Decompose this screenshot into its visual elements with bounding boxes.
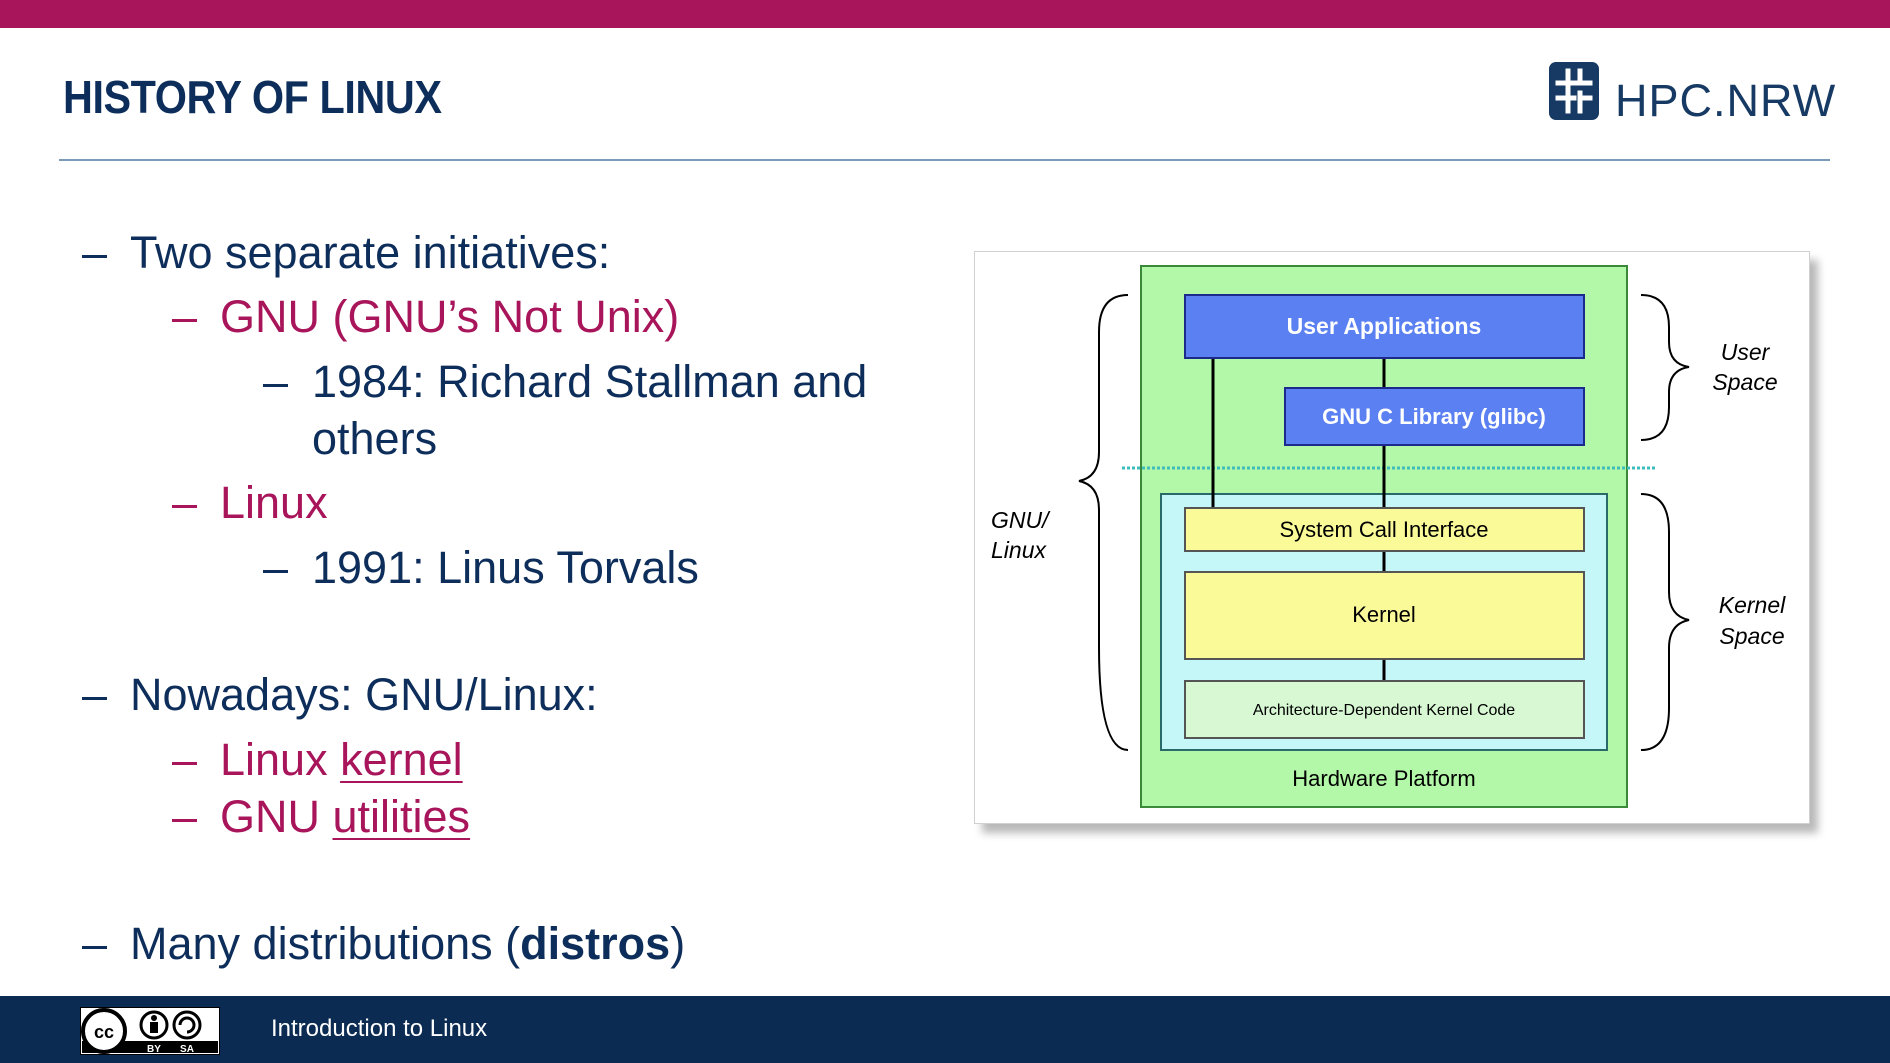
bullet-dash: –: [172, 734, 198, 785]
bullet-dash: –: [263, 356, 289, 407]
glibc-label: GNU C Library (glibc): [1322, 404, 1546, 429]
bullet-text: Linux: [220, 734, 341, 785]
bullet-dash: –: [82, 669, 108, 720]
arch-code-box: [1184, 680, 1585, 739]
bullet-dash: –: [82, 227, 108, 278]
syscall-box: [1184, 507, 1585, 552]
share-alike-icon: [172, 1010, 202, 1040]
bullet-1984-continuation: others: [312, 411, 437, 467]
bullet-text: 1991: Linus Torvals: [312, 542, 699, 593]
bullet-text: others: [312, 413, 438, 464]
bullet-text: 1984: Richard Stallman and: [312, 356, 868, 407]
kernel-core-box: [1184, 571, 1585, 660]
bullet-dash: –: [263, 542, 289, 593]
kernel-link[interactable]: kernel: [340, 734, 463, 785]
bullet-text: Many distributions (: [130, 918, 521, 969]
utilities-link[interactable]: utilities: [332, 791, 471, 842]
license-sa-label: SA: [180, 1044, 194, 1055]
footer-title: Introduction to Linux: [271, 1015, 488, 1042]
bullet-gnu-utilities: – GNU utilities: [172, 789, 470, 845]
bullet-1991: – 1991: Linus Torvals: [263, 540, 699, 596]
bullet-dash: –: [82, 918, 108, 969]
bullet-dash: –: [172, 791, 198, 842]
bullet-1984: – 1984: Richard Stallman and: [263, 354, 867, 410]
kernel-space-label-line2: Space: [1719, 623, 1784, 649]
bullet-text: Two separate initiatives:: [130, 227, 611, 278]
gnu-linux-brace: [1078, 294, 1129, 751]
gnu-linux-architecture-diagram: User Applications GNU C Library (glibc) …: [974, 251, 1810, 824]
bullet-text: ): [670, 918, 686, 969]
gnu-linux-label-line1: GNU/: [991, 507, 1051, 533]
gnu-linux-label-line2: Linux: [991, 537, 1047, 563]
cc-by-sa-badge: cc BY SA: [79, 1006, 221, 1056]
hash-icon: [1549, 62, 1599, 120]
bullet-dash: –: [172, 291, 198, 342]
user-space-brace: [1640, 294, 1690, 441]
footer-bar: [0, 996, 1890, 1063]
bullet-linux: – Linux: [172, 475, 328, 531]
bullet-text: GNU: [220, 791, 333, 842]
bullet-dash: –: [172, 477, 198, 528]
license-by-label: BY: [147, 1044, 161, 1055]
header-divider: [59, 159, 1830, 161]
logo-text: HPC.NRW: [1615, 75, 1837, 126]
svg-text:cc: cc: [94, 1022, 114, 1042]
bullet-text: Linux: [220, 477, 328, 528]
bullet-text: Nowadays: GNU/Linux:: [130, 669, 598, 720]
user-applications-label: User Applications: [1287, 313, 1482, 339]
bullet-text: GNU (GNU’s Not Unix): [220, 291, 680, 342]
user-applications-box: [1184, 294, 1585, 359]
bullet-nowadays: – Nowadays: GNU/Linux:: [82, 667, 598, 723]
user-space-label-line1: User: [1721, 339, 1771, 365]
user-space-label-line2: Space: [1712, 369, 1777, 395]
kernel-space-brace: [1640, 493, 1690, 751]
top-accent-bar: [0, 0, 1890, 28]
hardware-label: Hardware Platform: [1292, 766, 1475, 791]
arch-label: Architecture-Dependent Kernel Code: [1253, 702, 1515, 719]
kernel-space-label-line1: Kernel: [1719, 592, 1786, 618]
distros-bold: distros: [520, 918, 671, 969]
cc-icon: [81, 1008, 127, 1054]
slide-title: HISTORY OF LINUX: [63, 71, 442, 123]
kernel-label: Kernel: [1352, 602, 1416, 627]
bullet-two-initiatives: – Two separate initiatives:: [82, 225, 610, 281]
bullet-linux-kernel: – Linux kernel: [172, 732, 463, 788]
bullet-distros: – Many distributions (distros): [82, 916, 685, 972]
bullet-gnu: – GNU (GNU’s Not Unix): [172, 289, 679, 345]
hpc-nrw-logo: HPC.NRW: [1549, 60, 1835, 126]
syscall-label: System Call Interface: [1279, 517, 1488, 542]
glibc-box: [1284, 387, 1585, 446]
